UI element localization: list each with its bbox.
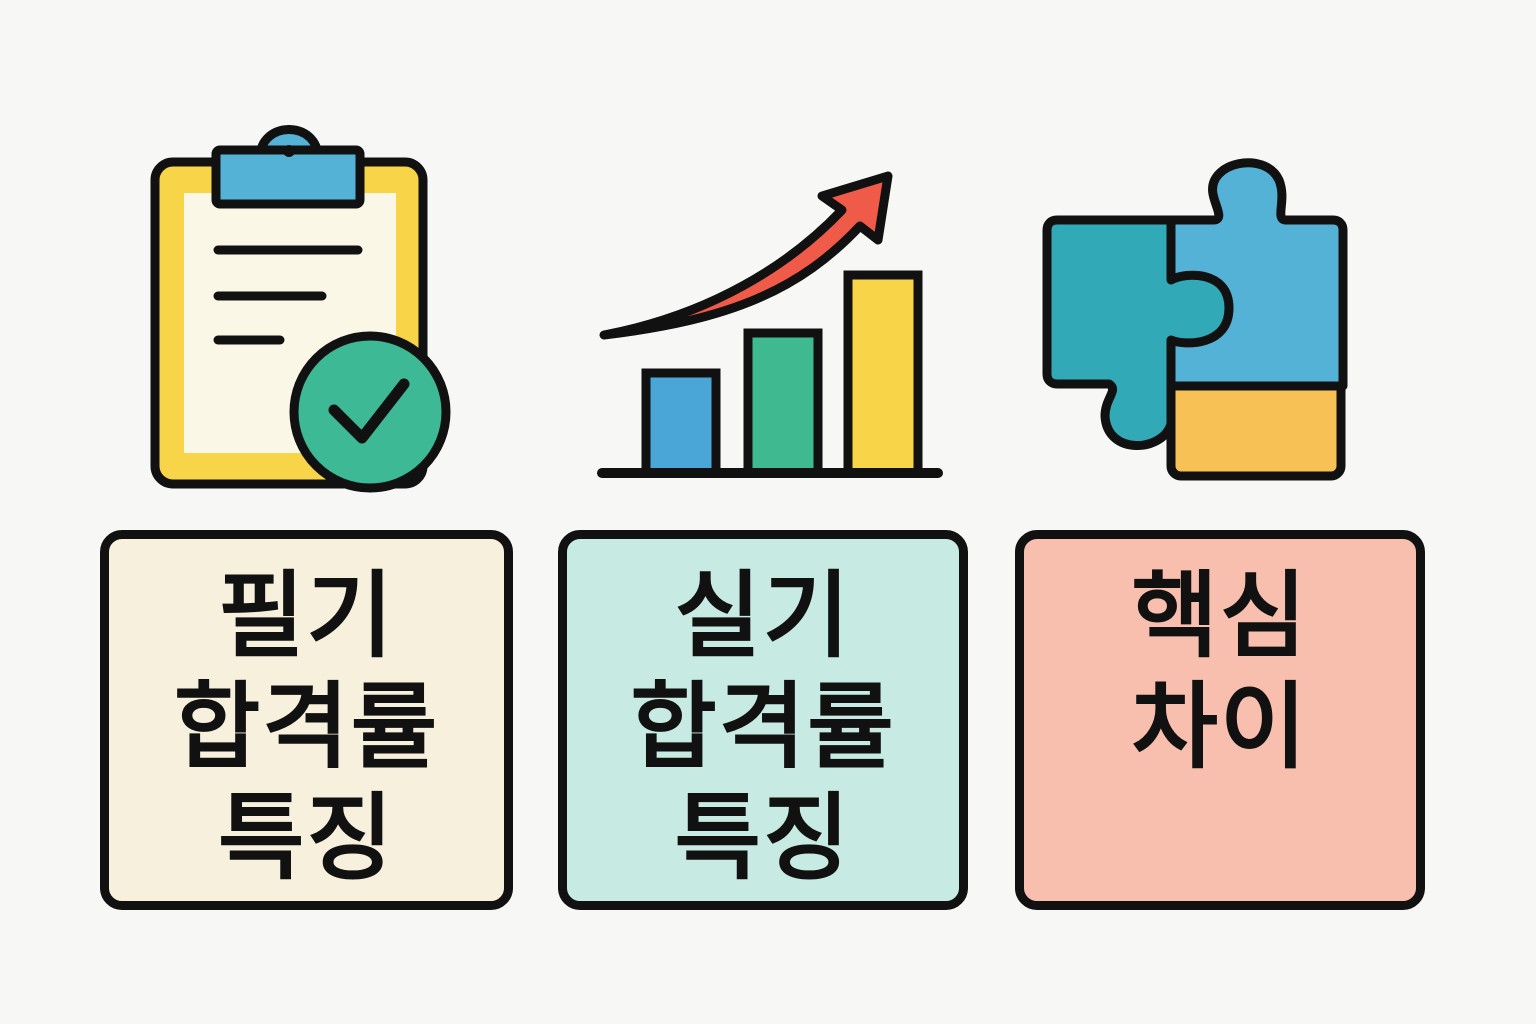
check-circle xyxy=(289,331,451,493)
card-key-label: 핵심 차이 xyxy=(1131,562,1309,782)
clipboard-clip-hole xyxy=(283,145,295,157)
puzzle-piece-teal xyxy=(1042,215,1234,450)
card-key-difference: 핵심 차이 xyxy=(1015,530,1425,910)
check-mark xyxy=(328,378,410,444)
bar-2 xyxy=(743,328,823,478)
bar-1 xyxy=(641,368,721,478)
puzzle-piece-yellow xyxy=(1166,375,1346,481)
clipboard-check-icon xyxy=(150,125,451,493)
card-practical-pass-rate: 실기 합격률 특징 xyxy=(558,530,968,910)
bar-3 xyxy=(843,270,923,478)
clipboard-clip xyxy=(211,145,365,209)
card-written-pass-rate: 필기 합격률 특징 xyxy=(100,530,513,910)
puzzle-icon xyxy=(1042,158,1348,481)
growth-arrow xyxy=(599,171,893,340)
card-written-label: 필기 합격률 특징 xyxy=(173,562,440,893)
card-practical-label: 실기 합격률 특징 xyxy=(630,562,896,893)
bar-chart-growth-icon xyxy=(597,171,943,478)
